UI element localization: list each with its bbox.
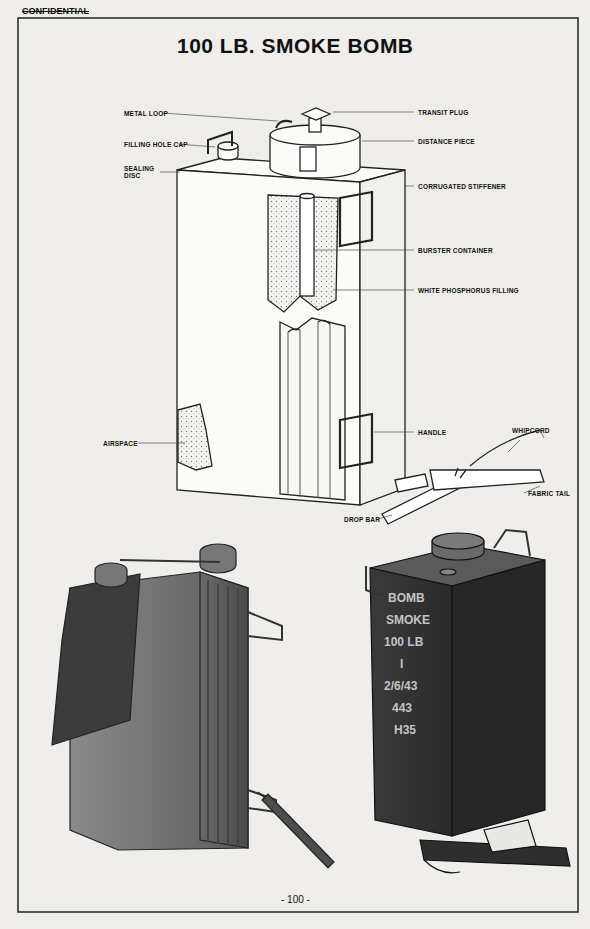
- part-label: METAL LOOP: [124, 110, 168, 117]
- part-label: CORRUGATED STIFFENER: [418, 183, 506, 190]
- stencil-text: 100 LB: [384, 636, 423, 650]
- stencil-text: 443: [392, 702, 412, 716]
- part-label: BURSTER CONTAINER: [418, 247, 493, 254]
- stencil-text: SMOKE: [386, 614, 430, 628]
- part-label: FABRIC TAIL: [528, 490, 570, 497]
- part-label: FILLING HOLE CAP: [124, 141, 188, 148]
- part-label: AIRSPACE: [103, 440, 138, 447]
- part-label: WHIPCORD: [512, 427, 550, 434]
- part-label: SEALING DISC: [124, 165, 158, 180]
- page-number: - 100 -: [281, 894, 310, 906]
- part-label: DROP BAR: [344, 516, 380, 523]
- stencil-text: 2/6/43: [384, 680, 417, 694]
- part-label: TRANSIT PLUG: [418, 109, 468, 116]
- part-label: DISTANCE PIECE: [418, 138, 475, 145]
- stencil-text: BOMB: [388, 592, 425, 606]
- stencil-text: H35: [394, 724, 416, 738]
- part-label: HANDLE: [418, 429, 446, 436]
- part-label: WHITE PHOSPHORUS FILLING: [418, 287, 519, 294]
- classification-mark: CONFIDENTIAL: [22, 6, 89, 16]
- stencil-text: I: [400, 658, 403, 672]
- diagram-title: 100 LB. SMOKE BOMB: [177, 34, 414, 58]
